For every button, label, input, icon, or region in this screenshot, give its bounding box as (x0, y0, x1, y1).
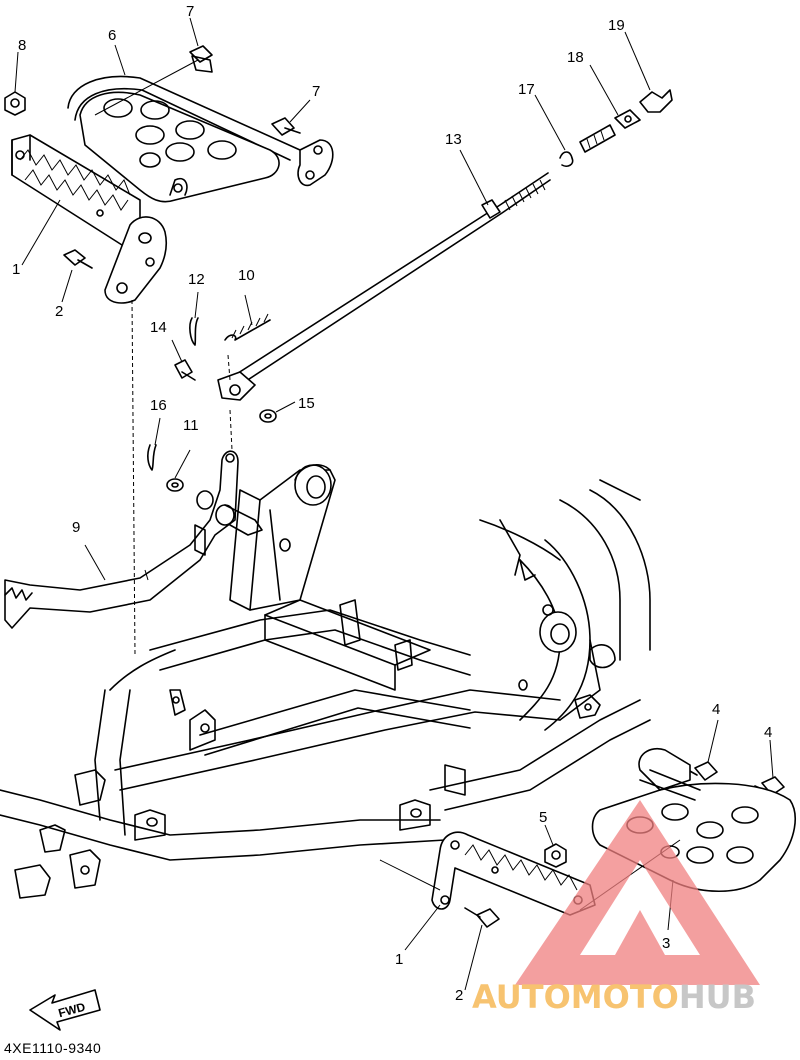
callout-7-right: 7 (312, 83, 320, 100)
brake-pedal (4, 450, 263, 629)
leader-lines (14, 17, 774, 991)
fwd-label: FWD (57, 1000, 87, 1021)
callouts: 1 2 8 6 7 7 9 10 11 12 13 14 15 16 17 18… (12, 3, 772, 1004)
callout-2-left: 2 (55, 303, 63, 320)
callout-1-right: 1 (395, 951, 403, 968)
callout-9: 9 (72, 519, 80, 536)
callout-12: 12 (188, 271, 205, 288)
callout-14: 14 (150, 319, 167, 336)
callout-7-top: 7 (186, 3, 194, 20)
callout-5: 5 (539, 809, 547, 826)
watermark-text-2: HUB (679, 978, 756, 1016)
callout-4-right: 4 (764, 724, 772, 741)
callout-4-left: 4 (712, 701, 720, 718)
left-footrest (11, 134, 167, 304)
callout-8: 8 (18, 37, 26, 54)
callout-6: 6 (108, 27, 116, 44)
fwd-arrow-icon: FWD (29, 989, 101, 1031)
watermark-text-1: AUTOMOTO (472, 978, 679, 1016)
callout-11: 11 (183, 417, 199, 434)
frame-assembly (0, 464, 651, 899)
watermark-triangle-icon (515, 800, 760, 985)
diagram-code: 4XE1110-9340 (4, 1040, 102, 1056)
right-footrest (431, 831, 596, 916)
callout-10: 10 (238, 267, 255, 284)
brake-rod (217, 172, 551, 401)
left-foot-guard (67, 75, 334, 203)
callout-15: 15 (298, 395, 315, 412)
callout-2-right: 2 (455, 987, 463, 1004)
callout-3: 3 (662, 935, 670, 952)
callout-19: 19 (608, 17, 625, 34)
callout-17: 17 (518, 81, 535, 98)
watermark: AUTOMOTOHUB (472, 800, 760, 1016)
callout-18: 18 (567, 49, 584, 66)
callout-16: 16 (150, 397, 167, 414)
callout-13: 13 (445, 131, 462, 148)
svg-text:AUTOMOTOHUB: AUTOMOTOHUB (472, 978, 756, 1016)
callout-1-left: 1 (12, 261, 20, 278)
